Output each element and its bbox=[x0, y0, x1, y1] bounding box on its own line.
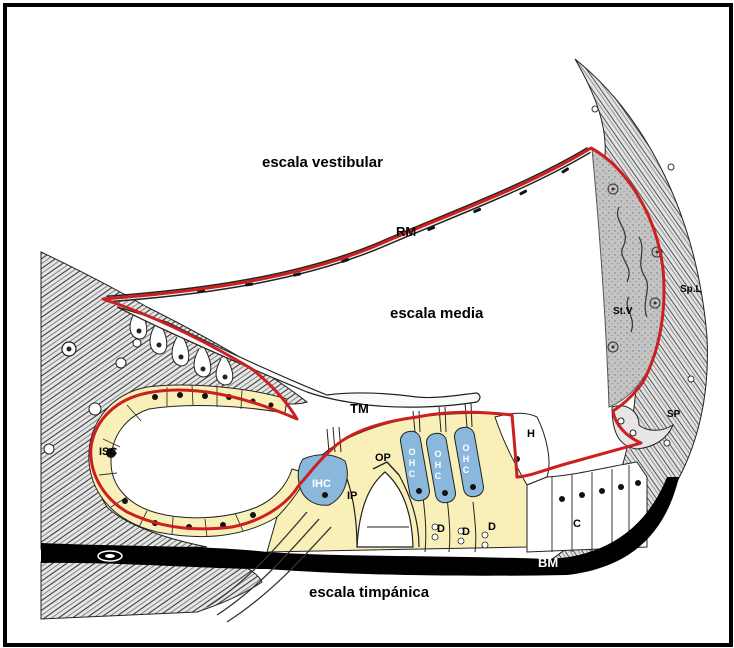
label-ohc-2: OHC bbox=[433, 449, 442, 482]
label-tm: TM bbox=[350, 402, 369, 415]
label-ohc-3: OHC bbox=[461, 443, 470, 476]
label-stv: St.V bbox=[613, 307, 632, 317]
label-op: OP bbox=[375, 453, 391, 464]
inner-sulcus-cells bbox=[89, 385, 312, 537]
label-escala-vestibular: escala vestibular bbox=[262, 155, 383, 170]
label-d-1: D bbox=[437, 524, 445, 535]
label-escala-timpanica: escala timpánica bbox=[309, 585, 429, 600]
diagram-frame: escala vestibular escala media escala ti… bbox=[3, 3, 733, 647]
label-sp: SP bbox=[667, 410, 680, 420]
label-ohc-1: OHC bbox=[407, 447, 416, 480]
label-d-2: D bbox=[462, 527, 470, 538]
label-c: C bbox=[573, 519, 581, 530]
cochlear-duct-diagram bbox=[7, 7, 729, 643]
label-d-3: D bbox=[488, 522, 496, 533]
label-escala-media: escala media bbox=[390, 306, 483, 321]
label-ihc: IHC bbox=[312, 479, 331, 490]
label-isc: ISC bbox=[99, 447, 117, 458]
reissner-membrane bbox=[107, 150, 589, 299]
label-spl: Sp.L bbox=[680, 285, 702, 295]
label-rm: RM bbox=[396, 225, 416, 238]
label-ip: IP bbox=[347, 491, 357, 502]
label-bm: BM bbox=[538, 556, 558, 569]
label-h: H bbox=[527, 429, 535, 440]
